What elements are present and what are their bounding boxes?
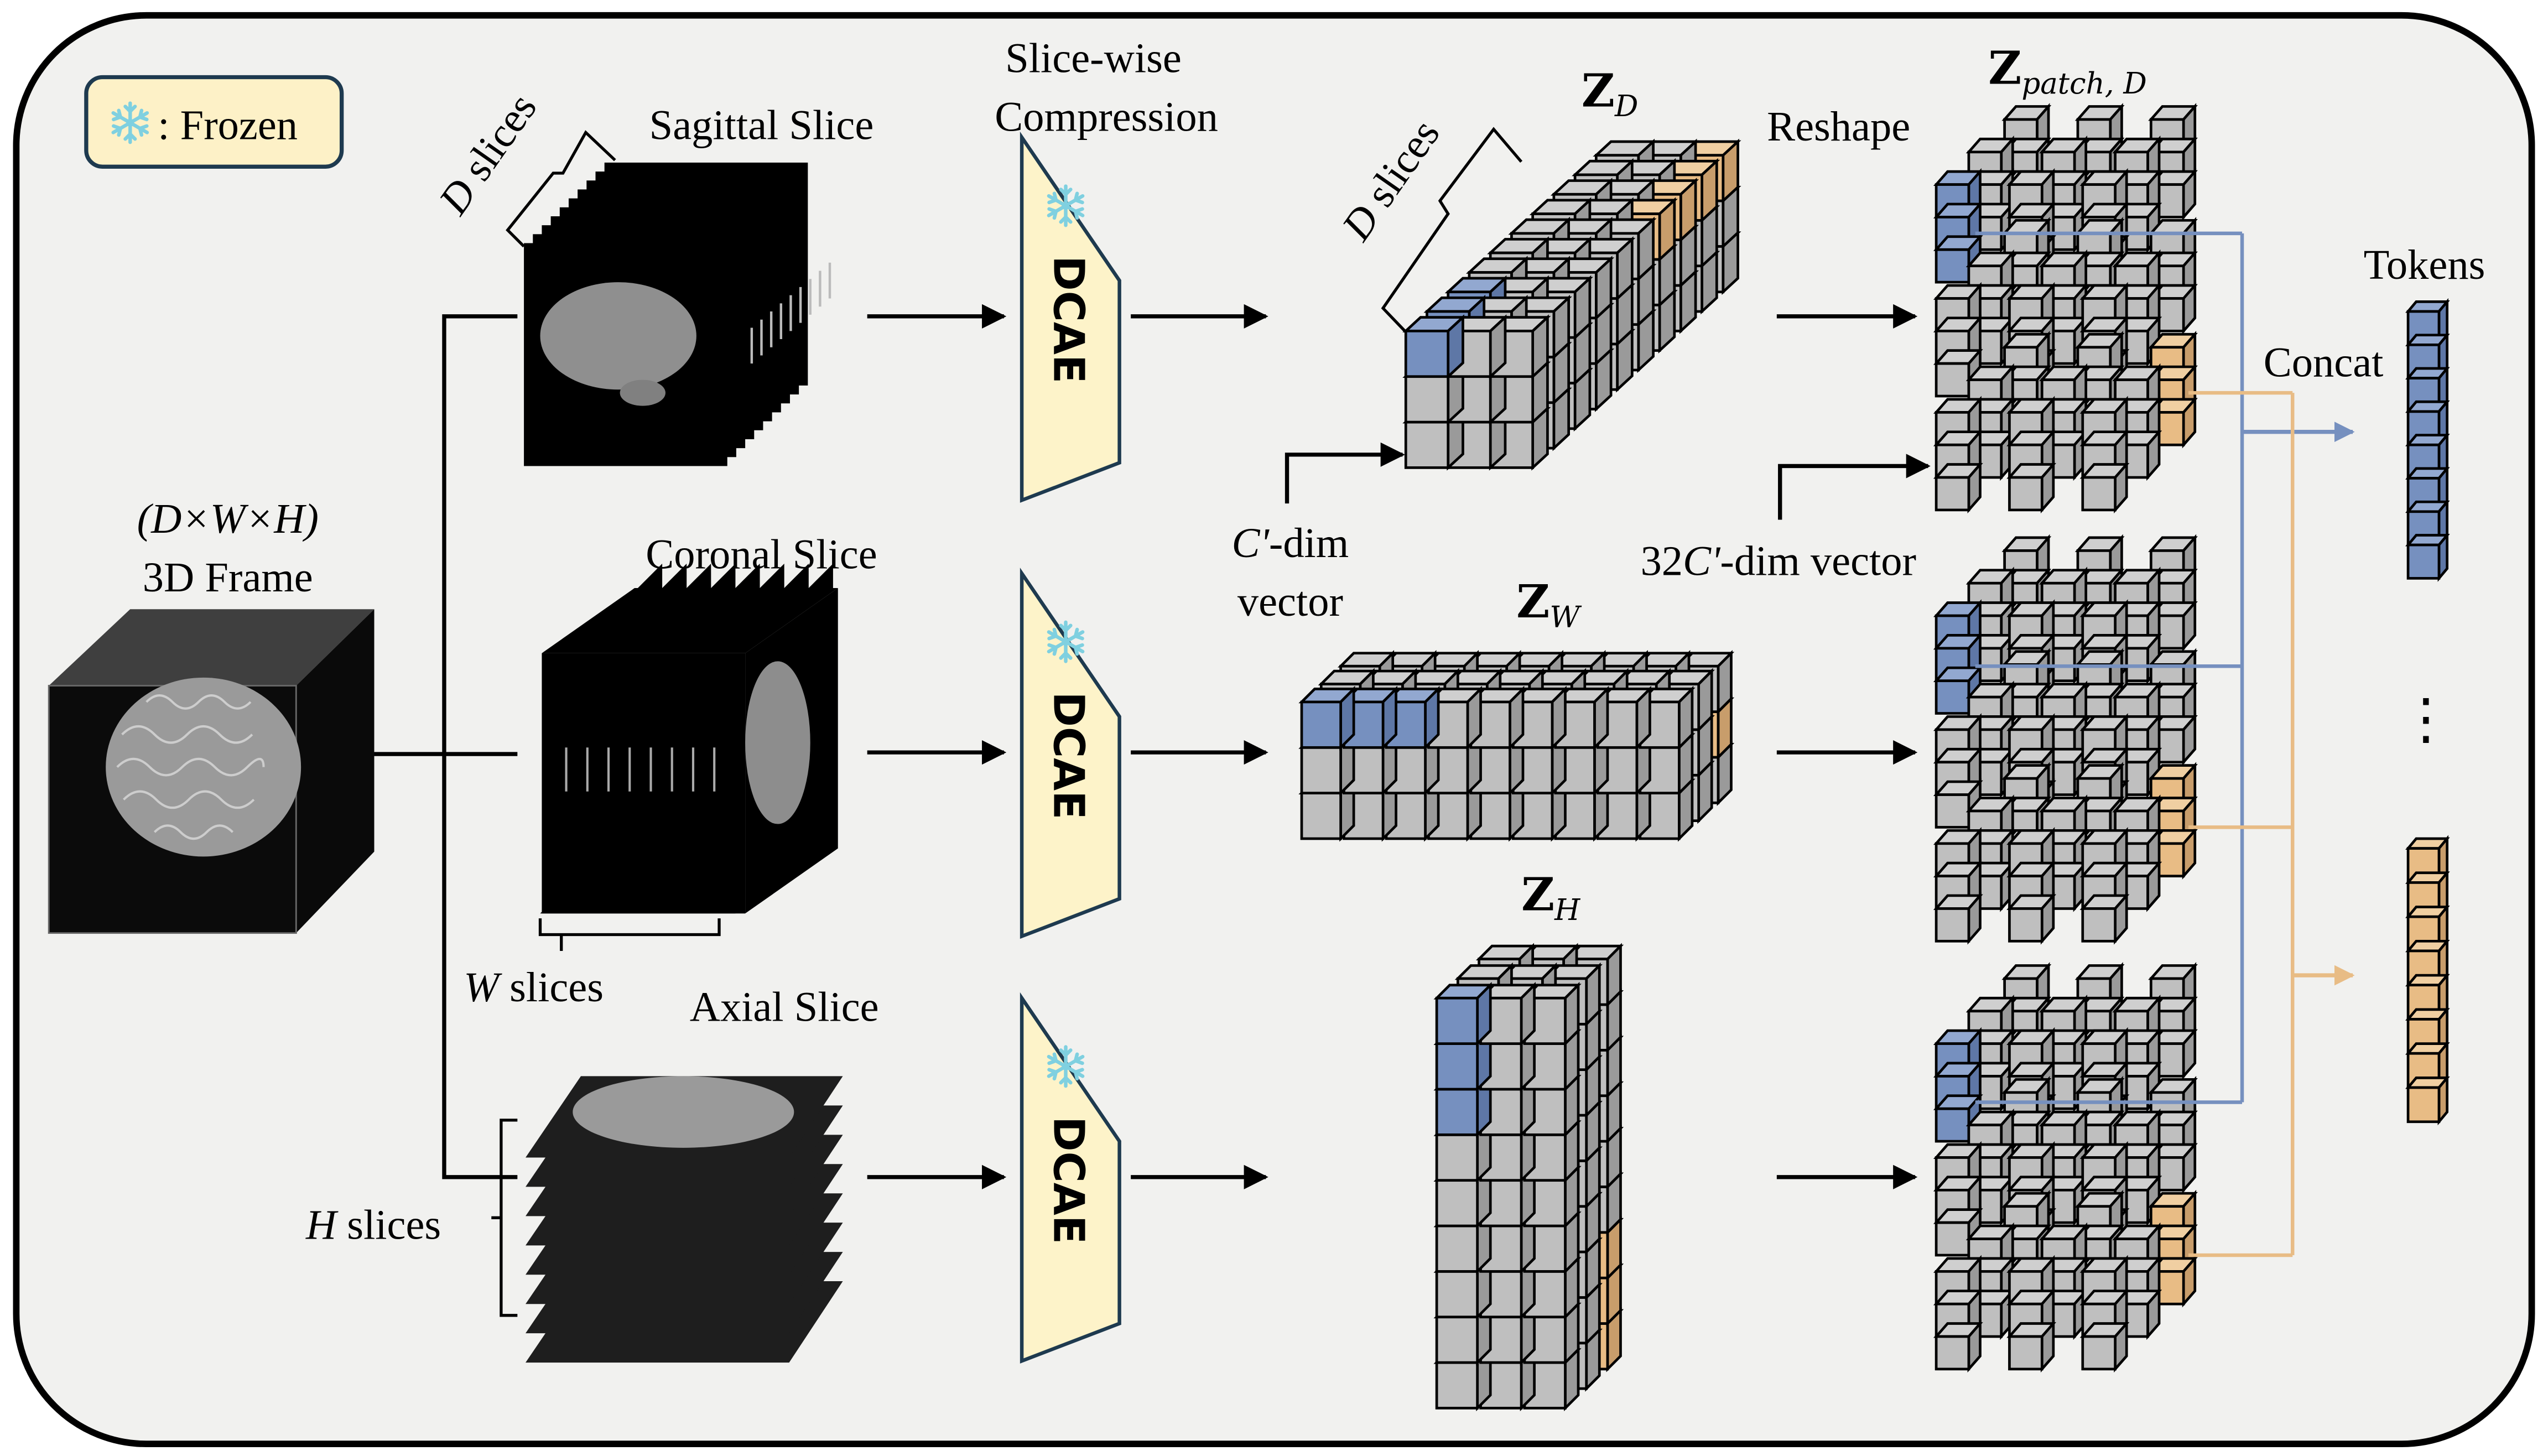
input-connectors xyxy=(374,314,518,1179)
latent-cube xyxy=(1425,685,1484,751)
axial-slice xyxy=(526,1076,843,1158)
dcae-label: DCAE xyxy=(1044,256,1093,383)
latent-cube xyxy=(2074,962,2125,1015)
axial-label: Axial Slice xyxy=(690,983,879,1030)
zd-slices-brace xyxy=(1381,127,1523,349)
orange-token-column xyxy=(2405,835,2450,1126)
latent-cube xyxy=(1933,892,1983,945)
latent-cube xyxy=(2112,1108,2162,1161)
sagittal-brace xyxy=(506,130,616,248)
cdim-label-line1: C'-dim xyxy=(1232,519,1349,566)
latent-cube xyxy=(1433,982,1494,1047)
zh-latent-tensor xyxy=(1433,943,1624,1412)
coronal-brain-image xyxy=(745,661,810,824)
latent-cube xyxy=(2074,762,2125,815)
cdim32-label: 32C'-dim vector xyxy=(1641,538,1916,585)
sagittal-label: Sagittal Slice xyxy=(649,101,874,148)
input-dims: (D×W×H) xyxy=(137,495,319,542)
tokens-ellipsis: ⋮ xyxy=(2398,689,2453,750)
latent-cube xyxy=(1298,685,1357,751)
latent-cube xyxy=(2006,713,2057,766)
patch-group-coronal xyxy=(1933,534,2198,945)
patch-label: Zpatch, D xyxy=(1988,41,2147,101)
compression-label-line1: Slice-wise xyxy=(1005,35,1182,82)
compression-label-line2: Compression xyxy=(995,93,1218,141)
cube-top-face xyxy=(49,609,375,686)
latent-cube xyxy=(1933,1320,1983,1373)
zw-latent-tensor xyxy=(1298,650,1735,842)
concat-label: Concat xyxy=(2264,339,2384,386)
token-cube xyxy=(2405,531,2450,582)
zd-latent-tensor xyxy=(1402,138,1741,471)
axial-count-label: H slices xyxy=(305,1202,441,1249)
dcae-encoder-sagittal: DCAE xyxy=(1020,131,1121,503)
latent-cube xyxy=(2148,282,2198,335)
latent-cube xyxy=(1594,685,1653,751)
dcae-encoder-coronal: DCAE xyxy=(1020,568,1121,939)
reshape-label: Reshape xyxy=(1767,103,1910,150)
latent-cube xyxy=(2079,461,2130,514)
frozen-legend: : Frozen xyxy=(84,75,344,169)
axial-brace xyxy=(491,1119,518,1317)
input-3d-frame: (D×W×H) 3D Frame xyxy=(48,495,375,934)
dcae-label: DCAE xyxy=(1044,691,1093,819)
axial-slice-stack: Axial Slice H slices xyxy=(305,983,879,1363)
token-cube xyxy=(2405,903,2450,955)
coronal-count-label: W slices xyxy=(464,964,604,1011)
dcae-encoder-axial: DCAE xyxy=(1020,992,1121,1364)
sagittal-brain-image xyxy=(540,282,696,390)
zh-label: ZH xyxy=(1521,868,1581,927)
coronal-slice-stack: Coronal Slice W slices xyxy=(464,531,877,1011)
latent-cube xyxy=(2006,892,2057,945)
tokens-label: Tokens xyxy=(2364,241,2485,288)
latent-cube xyxy=(2079,892,2130,945)
cube-right-face xyxy=(296,609,375,933)
latent-cube xyxy=(2006,461,2057,514)
latent-cube xyxy=(1933,778,1983,831)
latent-cube xyxy=(2148,680,2198,734)
cdim32-pointer xyxy=(1778,454,1931,520)
legend-label: : Frozen xyxy=(158,101,298,148)
latent-cube xyxy=(1402,314,1467,380)
dcae-label: DCAE xyxy=(1044,1116,1093,1244)
latent-cube xyxy=(2148,396,2198,449)
coronal-brace xyxy=(538,918,721,951)
latent-cube xyxy=(2079,1320,2130,1373)
latent-cube xyxy=(2006,1320,2057,1373)
patch-group-axial xyxy=(1933,962,2198,1373)
zd-label: ZD xyxy=(1582,64,1639,123)
cdim-label-line2: vector xyxy=(1237,578,1343,625)
zw-label: ZW xyxy=(1516,575,1582,635)
input-title: 3D Frame xyxy=(143,554,313,601)
brain-render-image xyxy=(106,677,301,857)
token-cube xyxy=(2405,1074,2450,1126)
cdim-pointer xyxy=(1285,442,1405,504)
latent-cube xyxy=(1965,136,2016,188)
latent-cube xyxy=(1933,461,1983,514)
blue-token-column xyxy=(2405,298,2450,582)
patch-group-sagittal xyxy=(1933,103,2198,514)
